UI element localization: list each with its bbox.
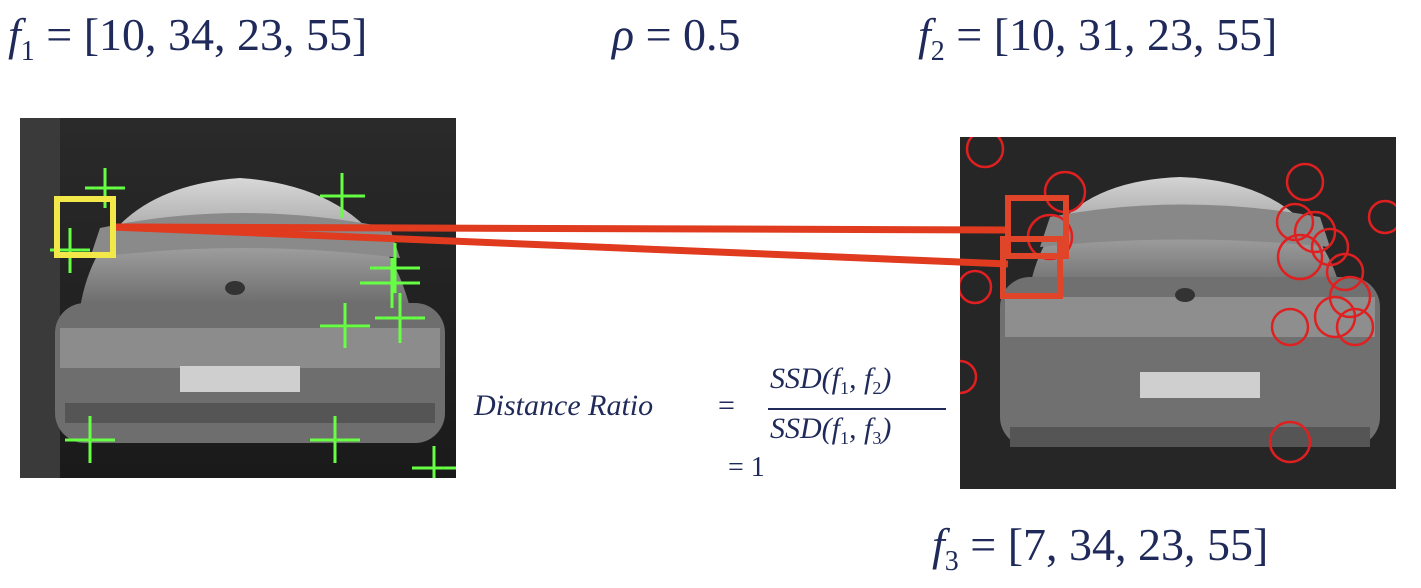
f1-var: f	[8, 9, 21, 60]
f3-var: f	[932, 519, 945, 570]
den-s2: 3	[872, 428, 882, 448]
left-car-graphic	[20, 118, 456, 478]
rho-value: = 0.5	[645, 9, 741, 60]
den-pre: SSD(f	[770, 412, 840, 445]
right-car-graphic	[960, 137, 1396, 489]
f2-equation: f2 = [10, 31, 23, 55]	[918, 12, 1277, 66]
den-mid: , f	[849, 412, 873, 445]
num-mid: , f	[849, 362, 873, 395]
distance-ratio-label: Distance Ratio	[474, 389, 654, 422]
num-post: )	[881, 362, 892, 395]
distance-ratio-result: = 1	[728, 452, 765, 483]
num-s1: 1	[840, 378, 849, 398]
f3-sub: 3	[944, 546, 959, 577]
f3-value: = [7, 34, 23, 55]	[970, 519, 1269, 570]
den-post: )	[881, 412, 892, 445]
den-s1: 1	[840, 428, 849, 448]
f1-sub: 1	[20, 36, 35, 67]
f2-value: = [10, 31, 23, 55]	[956, 9, 1278, 60]
right-car-image	[960, 137, 1396, 489]
f1-equation: f1 = [10, 34, 23, 55]	[8, 12, 367, 66]
rho-var: ρ	[612, 9, 635, 60]
left-car-image	[20, 118, 456, 478]
distance-ratio-numerator: SSD(f1, f2)	[770, 362, 891, 399]
num-pre: SSD(f	[770, 362, 840, 395]
num-s2: 2	[872, 378, 882, 398]
distance-ratio-equals: =	[718, 389, 735, 422]
f3-equation: f3 = [7, 34, 23, 55]	[932, 522, 1268, 576]
f2-var: f	[918, 9, 931, 60]
f1-value: = [10, 34, 23, 55]	[46, 9, 368, 60]
rho-equation: ρ = 0.5	[612, 12, 741, 58]
distance-ratio-denominator: SSD(f1, f3)	[770, 412, 891, 449]
fraction-bar	[768, 408, 946, 410]
f2-sub: 2	[930, 36, 945, 67]
